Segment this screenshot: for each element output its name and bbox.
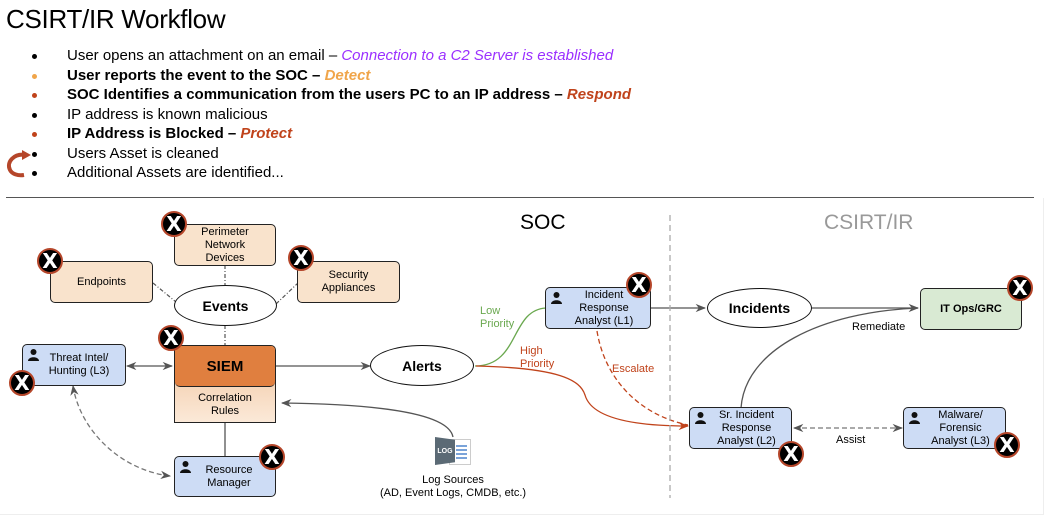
edge-logs-correlation xyxy=(280,398,454,438)
correlation-rules-label: Correlation Rules xyxy=(198,392,252,417)
bullet-emphasis: Respond xyxy=(566,86,632,103)
section-csirt-label: CSIRT/IR xyxy=(824,211,914,234)
person-icon xyxy=(695,412,706,424)
x-badge-threat-intel[interactable]: X xyxy=(9,370,35,396)
person-icon xyxy=(28,349,39,361)
bullet-dot xyxy=(32,132,37,137)
log-lines-icon xyxy=(456,445,467,459)
node-perimeter-network-devices[interactable]: Perimeter Network Devices xyxy=(174,224,276,266)
bullet-text: User opens an attachment on an email – C… xyxy=(67,46,613,66)
bullet-main-text: SOC Identifies a communication from the … xyxy=(67,86,567,103)
node-malware-forensic-analyst-l3[interactable]: Malware/ Forensic Analyst (L3) xyxy=(903,407,1006,449)
edge-label-escalate: Escalate xyxy=(612,363,655,375)
x-badge-endpoints[interactable]: X xyxy=(37,248,63,274)
x-badge-perimeter[interactable]: X xyxy=(161,211,187,237)
node-label: Perimeter Network Devices xyxy=(201,225,249,264)
siem-label: SIEM xyxy=(206,357,244,375)
edge-label-remediate: Remediate xyxy=(852,321,906,333)
diagram-frame xyxy=(0,198,1044,515)
bullet-dot xyxy=(32,73,37,79)
bullet-dot xyxy=(32,171,37,176)
node-events[interactable]: Events xyxy=(174,285,277,326)
edge-escalate xyxy=(596,330,689,426)
loop-arrow-icon xyxy=(7,150,31,178)
person-icon xyxy=(180,461,191,473)
node-resource-manager[interactable]: Resource Manager xyxy=(174,456,276,497)
node-label: Incidents xyxy=(728,300,791,316)
edge-label-assist: Assist xyxy=(836,434,866,446)
bullet-text: IP address is known malicious xyxy=(67,105,268,125)
divider-line xyxy=(6,197,1034,198)
edge-remediate xyxy=(740,307,919,409)
node-incidents[interactable]: Incidents xyxy=(707,288,812,328)
person-icon xyxy=(551,292,562,304)
node-label: Sr. Incident Response Analyst (L2) xyxy=(717,408,776,447)
node-label: Events xyxy=(202,297,249,314)
node-sr-ir-analyst-l2[interactable]: Sr. Incident Response Analyst (L2) xyxy=(689,407,792,449)
log-sources-label: Log Sources xyxy=(422,474,484,486)
node-label: Resource Manager xyxy=(205,463,253,489)
node-label: IT Ops/GRC xyxy=(940,302,1002,315)
log-icon-text: LOG xyxy=(437,447,453,455)
edge-label-low-priority: Low Priority xyxy=(480,305,515,330)
node-threat-intel-hunting[interactable]: Threat Intel/ Hunting (L3) xyxy=(22,344,126,386)
bullet-text: User reports the event to the SOC – Dete… xyxy=(67,66,370,86)
edge-high-priority xyxy=(475,365,690,431)
node-label: Threat Intel/ Hunting (L3) xyxy=(48,352,110,377)
correlation-rules: Correlation Rules xyxy=(175,387,275,422)
node-label: Alerts xyxy=(402,357,442,374)
bullet-dot xyxy=(32,112,37,118)
x-badge-security-appliances[interactable]: X xyxy=(288,245,314,271)
node-security-appliances[interactable]: Security Appliances xyxy=(297,261,400,303)
bullet-text: IP Address is Blocked – Protect xyxy=(67,124,292,144)
bullet-main-text: Additional Assets are identified... xyxy=(67,164,284,181)
edge-threat-resource xyxy=(70,384,172,480)
bullet-dot xyxy=(32,54,37,59)
log-sources-icon[interactable]: LOG xyxy=(435,437,471,465)
node-label: Incident Response Analyst (L1) xyxy=(574,288,634,327)
bullet-main-text: User reports the event to the SOC – xyxy=(67,66,325,84)
edge-low-priority xyxy=(474,307,547,367)
x-badge-it-ops[interactable]: X xyxy=(1007,275,1033,301)
node-it-ops-grc[interactable]: IT Ops/GRC xyxy=(920,288,1022,330)
siem-header: SIEM xyxy=(175,346,275,387)
bullet-main-text: User opens an attachment on an email – xyxy=(67,47,342,64)
bullet-main-text: IP address is known malicious xyxy=(67,105,268,123)
bullet-text: Additional Assets are identified... xyxy=(67,163,284,183)
x-badge-resource-manager[interactable]: X xyxy=(259,444,285,470)
bullet-main-text: IP Address is Blocked – xyxy=(67,125,241,142)
bullet-dot xyxy=(32,93,37,98)
person-icon xyxy=(909,412,920,424)
bullet-main-text: Users Asset is cleaned xyxy=(67,144,219,162)
node-label: Security Appliances xyxy=(321,269,376,294)
node-siem[interactable]: SIEM Correlation Rules xyxy=(174,345,276,423)
bullet-dot xyxy=(32,151,37,157)
log-tag: LOG xyxy=(435,437,455,465)
bullet-emphasis: Protect xyxy=(240,125,293,142)
bullet-emphasis: Detect xyxy=(324,66,371,84)
page-title: CSIRT/IR Workflow xyxy=(6,4,226,34)
bullet-text: SOC Identifies a communication from the … xyxy=(67,85,631,105)
edge-security-events xyxy=(275,282,299,305)
x-badge-sr-ir-analyst-l2[interactable]: X xyxy=(778,441,804,467)
bullet-emphasis: Connection to a C2 Server is established xyxy=(341,47,614,64)
edge-label-high-priority: High Priority xyxy=(520,345,555,370)
log-sources-detail: (AD, Event Logs, CMDB, etc.) xyxy=(379,487,527,499)
node-label: Malware/ Forensic Analyst (L3) xyxy=(931,408,990,447)
bullet-text: Users Asset is cleaned xyxy=(67,144,219,164)
node-label: Endpoints xyxy=(77,275,126,288)
section-soc-label: SOC xyxy=(520,211,566,234)
edge-endpoints-events xyxy=(152,282,177,303)
x-badge-malware-analyst[interactable]: X xyxy=(994,432,1020,458)
x-badge-ir-analyst-l1[interactable]: X xyxy=(626,272,652,298)
x-badge-siem[interactable]: X xyxy=(158,325,184,351)
node-endpoints[interactable]: Endpoints xyxy=(50,261,153,303)
node-alerts[interactable]: Alerts xyxy=(370,345,474,386)
